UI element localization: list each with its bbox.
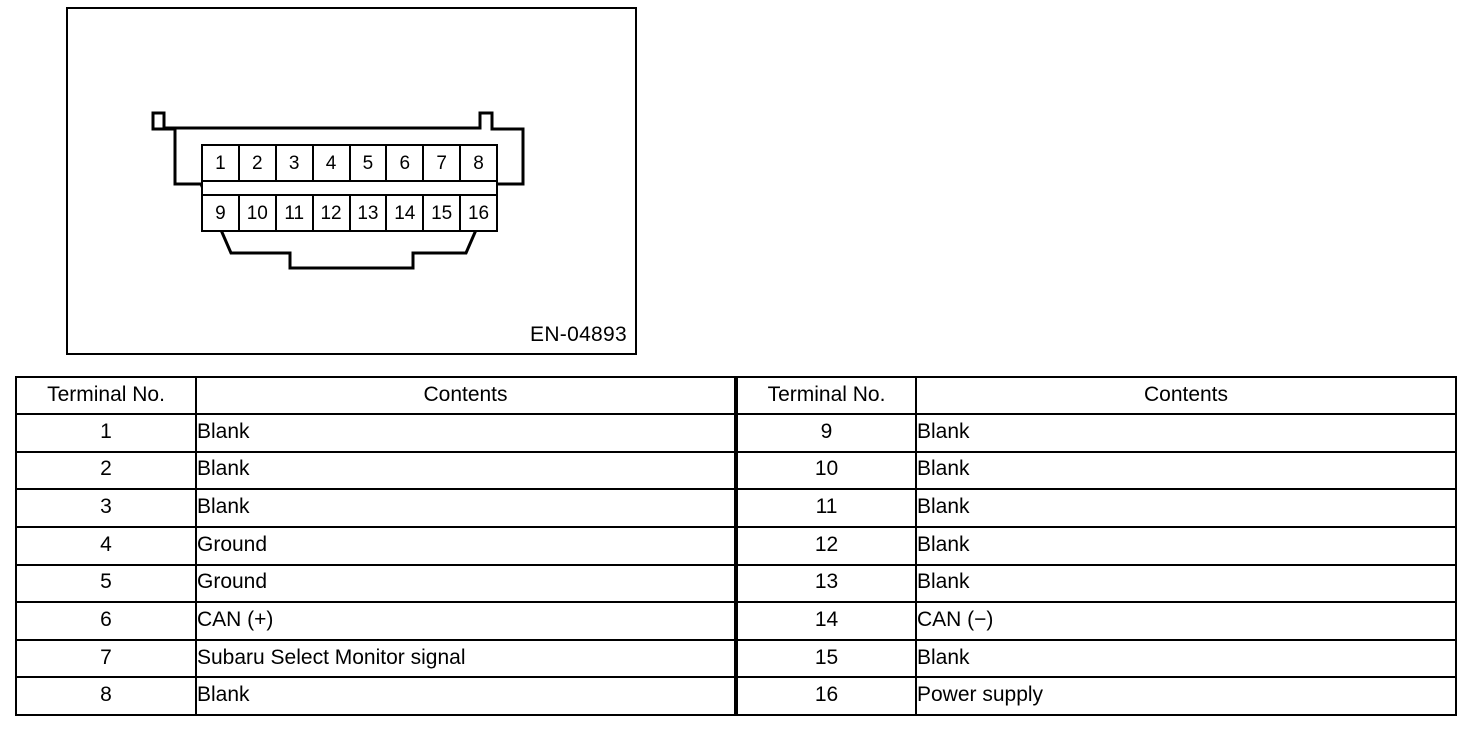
cell-terminal-no: 15 bbox=[734, 638, 917, 679]
header-contents-left: Contents bbox=[195, 376, 738, 415]
cell-terminal-no: 7 bbox=[15, 638, 197, 679]
pin-cell-6: 6 bbox=[387, 146, 425, 182]
pin-cell-7: 7 bbox=[424, 146, 462, 182]
cell-terminal-no: 16 bbox=[734, 676, 917, 716]
table-row: 3 Blank 11 Blank bbox=[15, 488, 1457, 528]
pinout-table-container: Terminal No. Contents Terminal No. Conte… bbox=[15, 376, 1457, 716]
table-header-row: Terminal No. Contents Terminal No. Conte… bbox=[15, 376, 1457, 415]
cell-terminal-no: 8 bbox=[15, 676, 197, 716]
cell-terminal-no: 14 bbox=[734, 601, 917, 641]
pin-cell-2: 2 bbox=[239, 146, 277, 182]
cell-contents: CAN (+) bbox=[195, 601, 738, 641]
cell-contents: Blank bbox=[915, 563, 1457, 604]
cell-contents: Ground bbox=[195, 563, 738, 604]
cell-contents: Blank bbox=[915, 413, 1457, 453]
cell-contents: Blank bbox=[195, 488, 738, 528]
cell-terminal-no: 9 bbox=[734, 413, 917, 453]
cell-terminal-no: 2 bbox=[15, 450, 197, 491]
pin-cell-4: 4 bbox=[313, 146, 351, 182]
cell-contents: Blank bbox=[915, 525, 1457, 566]
pin-cell-15: 15 bbox=[424, 194, 462, 230]
cell-terminal-no: 4 bbox=[15, 525, 197, 566]
cell-terminal-no: 11 bbox=[734, 488, 917, 528]
figure-reference-code: EN-04893 bbox=[530, 323, 627, 346]
header-contents-right: Contents bbox=[915, 376, 1457, 415]
cell-contents: CAN (−) bbox=[915, 601, 1457, 641]
cell-contents: Blank bbox=[195, 676, 738, 716]
cell-contents: Blank bbox=[195, 450, 738, 491]
pin-cell-8: 8 bbox=[461, 146, 496, 182]
terminal-contents-table: Terminal No. Contents Terminal No. Conte… bbox=[15, 376, 1457, 716]
cell-contents: Subaru Select Monitor signal bbox=[195, 638, 738, 679]
cell-contents: Power supply bbox=[915, 676, 1457, 716]
pin-row-bottom: 9 10 11 12 13 14 15 16 bbox=[203, 194, 496, 230]
table-row: 5 Ground 13 Blank bbox=[15, 563, 1457, 604]
table-row: 4 Ground 12 Blank bbox=[15, 525, 1457, 566]
cell-contents: Blank bbox=[195, 413, 738, 453]
cell-terminal-no: 12 bbox=[734, 525, 917, 566]
header-terminal-no-right: Terminal No. bbox=[734, 376, 917, 415]
cell-terminal-no: 5 bbox=[15, 563, 197, 604]
cell-terminal-no: 6 bbox=[15, 601, 197, 641]
pin-cell-3: 3 bbox=[276, 146, 314, 182]
pin-grid-divider-gap bbox=[203, 182, 496, 194]
connector-figure-panel: 1 2 3 4 5 6 7 8 9 10 11 12 13 14 15 16 E… bbox=[66, 7, 637, 355]
pin-cell-14: 14 bbox=[387, 194, 425, 230]
pin-row-top: 1 2 3 4 5 6 7 8 bbox=[203, 146, 496, 182]
pin-cell-16: 16 bbox=[461, 194, 496, 230]
cell-terminal-no: 1 bbox=[15, 413, 197, 453]
pin-cell-5: 5 bbox=[350, 146, 388, 182]
table-row: 2 Blank 10 Blank bbox=[15, 450, 1457, 491]
pin-cell-1: 1 bbox=[203, 146, 240, 182]
cell-contents: Blank bbox=[915, 450, 1457, 491]
table-row: 7 Subaru Select Monitor signal 15 Blank bbox=[15, 638, 1457, 679]
cell-contents: Blank bbox=[915, 488, 1457, 528]
table-row: 8 Blank 16 Power supply bbox=[15, 676, 1457, 716]
pin-cell-12: 12 bbox=[313, 194, 351, 230]
cell-terminal-no: 10 bbox=[734, 450, 917, 491]
cell-contents: Blank bbox=[915, 638, 1457, 679]
pin-cell-11: 11 bbox=[276, 194, 314, 230]
table-row: 1 Blank 9 Blank bbox=[15, 413, 1457, 453]
pin-cell-10: 10 bbox=[239, 194, 277, 230]
pin-number-grid: 1 2 3 4 5 6 7 8 9 10 11 12 13 14 15 16 bbox=[201, 144, 498, 232]
table-row: 6 CAN (+) 14 CAN (−) bbox=[15, 601, 1457, 641]
pin-cell-13: 13 bbox=[350, 194, 388, 230]
pin-cell-9: 9 bbox=[203, 194, 240, 230]
header-terminal-no-left: Terminal No. bbox=[15, 376, 197, 415]
cell-terminal-no: 3 bbox=[15, 488, 197, 528]
cell-terminal-no: 13 bbox=[734, 563, 917, 604]
cell-contents: Ground bbox=[195, 525, 738, 566]
